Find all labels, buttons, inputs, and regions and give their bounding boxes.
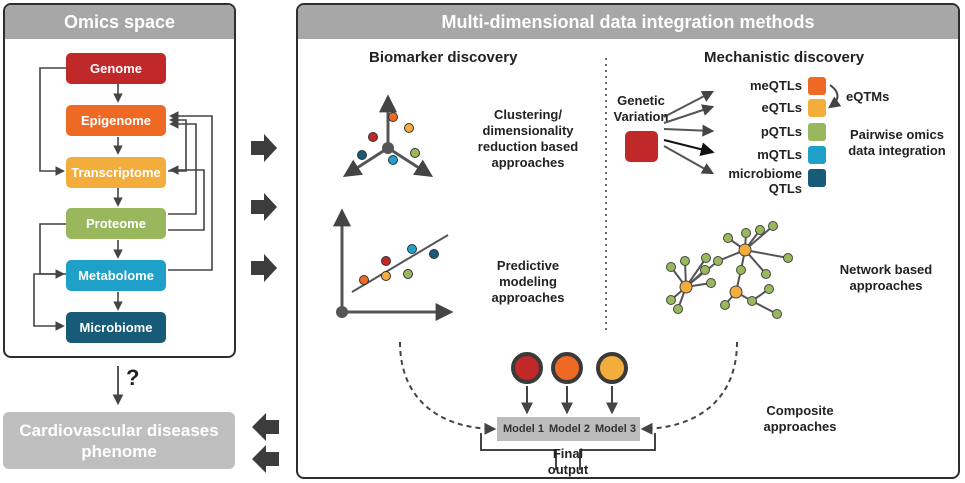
model-input-circles [511, 352, 628, 384]
question-mark: ? [126, 365, 140, 390]
qtl-square-mqtls [808, 146, 826, 164]
clustering-origin [382, 142, 394, 154]
genetic-variation-square [625, 131, 658, 162]
network-nodes [666, 221, 793, 319]
composite-label: Composite approaches [763, 403, 837, 434]
block-arrows-left [252, 413, 279, 473]
qtl-label-meqtls: meQTLs [749, 78, 802, 93]
phenome-line2: phenome [81, 441, 157, 461]
composite-dashed-paths [399, 341, 738, 435]
genetic-variation-label: Genetic Variation [613, 93, 669, 124]
final-output-label: Final output [547, 446, 589, 477]
phenome-box: Cardiovascular diseases phenome [3, 412, 235, 469]
omics-space-title: Omics space [5, 5, 234, 39]
predictive-label: Predictive modeling approaches [491, 258, 565, 305]
model-3-label: Model 3 [595, 423, 636, 435]
final-output-bracket [480, 433, 656, 470]
qtl-square-microbiome [808, 169, 826, 187]
phenome-line1: Cardiovascular diseases [19, 420, 219, 440]
node-transcriptome: Transcriptome [66, 157, 166, 188]
model-2-label: Model 2 [549, 423, 590, 435]
qtl-square-eqtls [808, 99, 826, 117]
mechanistic-title: Mechanistic discovery [704, 49, 865, 66]
model-1-label: Model 1 [503, 423, 544, 435]
clustering-icon [342, 94, 434, 177]
qtl-label-eqtls: eQTLs [761, 100, 802, 115]
eqtms-bracket [828, 84, 842, 109]
qtl-label-microbiome: microbiome QTLs [728, 166, 802, 196]
model-input-arrows [521, 386, 618, 415]
node-metabolome: Metabolome [66, 260, 166, 291]
block-arrows-right [251, 134, 277, 282]
qtl-label-mqtls: mQTLs [757, 147, 802, 162]
node-genome: Genome [66, 53, 166, 84]
qtl-square-pqtls [808, 123, 826, 141]
model-bar: Model 1 Model 2 Model 3 [497, 417, 640, 441]
genetic-variation-arrows [663, 90, 715, 175]
clustering-points [357, 112, 420, 165]
node-proteome: Proteome [66, 208, 166, 239]
predictive-points [359, 244, 439, 285]
methods-panel: Multi-dimensional data integration metho… [296, 3, 960, 479]
biomarker-title: Biomarker discovery [369, 49, 518, 66]
omics-feedback-loops [33, 67, 213, 331]
node-microbiome: Microbiome [66, 312, 166, 343]
predictive-icon [333, 208, 454, 321]
clustering-label: Clustering/ dimensionality reduction bas… [477, 107, 579, 170]
network-label: Network based approaches [839, 262, 933, 293]
pairwise-label: Pairwise omics data integration [848, 127, 946, 158]
methods-title: Multi-dimensional data integration metho… [298, 5, 958, 39]
node-epigenome: Epigenome [66, 105, 166, 136]
predictive-origin [336, 306, 348, 318]
qtl-label-pqtls: pQTLs [760, 124, 802, 139]
qtl-square-meqtls [808, 77, 826, 95]
eqtms-label: eQTMs [846, 89, 890, 104]
